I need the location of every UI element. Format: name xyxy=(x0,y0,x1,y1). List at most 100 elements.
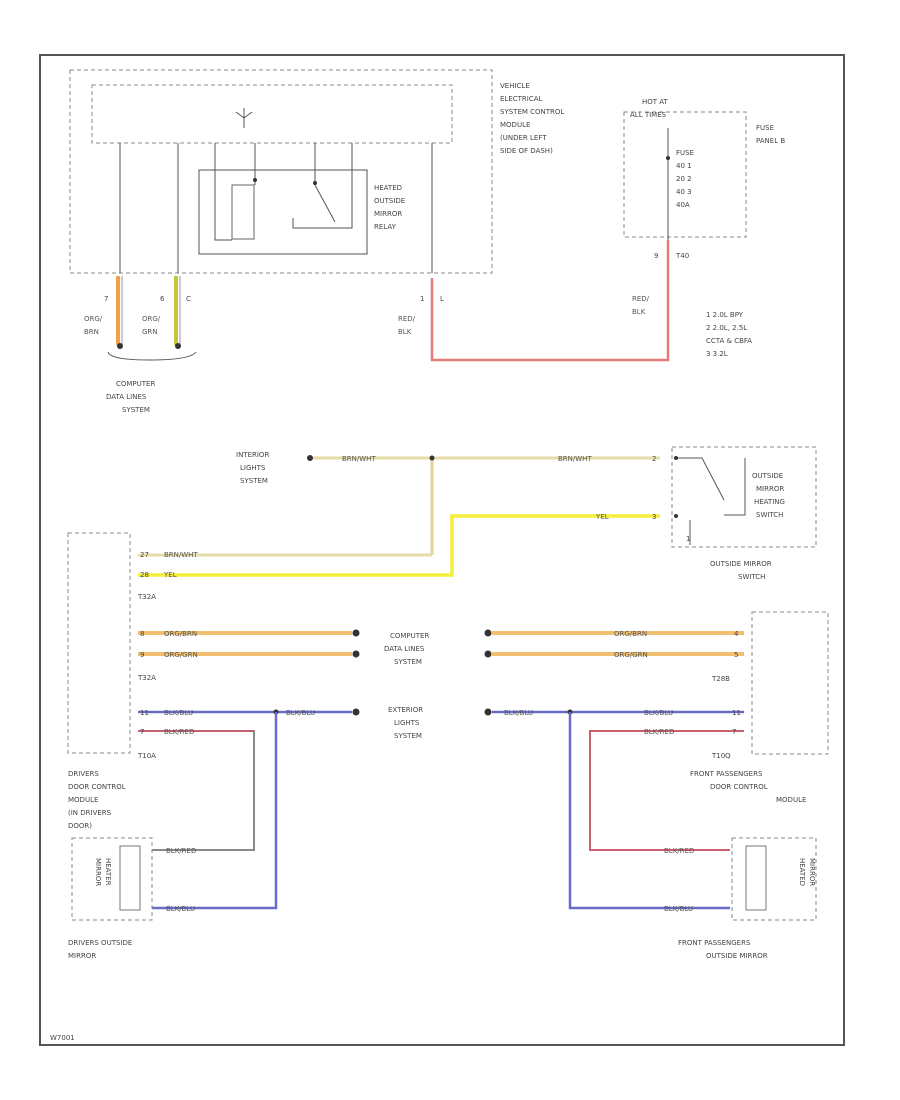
svg-text:SIDE OF DASH): SIDE OF DASH) xyxy=(500,147,553,155)
svg-text:MODULE: MODULE xyxy=(68,796,98,804)
wire-label: BRN/WHT xyxy=(342,455,376,463)
pin-label: 28 xyxy=(140,571,149,579)
svg-text:FRONT PASSENGERS: FRONT PASSENGERS xyxy=(678,939,751,947)
svg-text:ALL TIMES: ALL TIMES xyxy=(630,111,667,119)
wire-label: BLK/BLU xyxy=(644,709,673,717)
pin-label: C xyxy=(186,295,191,303)
svg-text:FUSE: FUSE xyxy=(676,149,694,157)
diagram-code: W7001 xyxy=(50,1034,75,1042)
wire-label: BLK/RED xyxy=(164,728,194,736)
relay-node xyxy=(253,178,257,182)
svg-text:SYSTEM: SYSTEM xyxy=(240,477,268,485)
pin-label: 9 xyxy=(140,651,144,659)
relay-switch xyxy=(292,170,353,229)
svg-text:40A: 40A xyxy=(676,201,690,209)
front-pass-dcm-box xyxy=(751,611,829,755)
fuse-table: FUSE 40 1 20 2 40 3 40A xyxy=(676,149,694,209)
relay-node xyxy=(313,181,317,185)
data-lines-bracket xyxy=(107,351,197,361)
mirror-heater-left-label: MIRROR HEATER xyxy=(94,858,112,886)
wire-label: BRN/WHT xyxy=(164,551,198,559)
pin-label: 1 xyxy=(420,295,424,303)
front-pass-dcm-label: FRONT PASSENGERS DOOR CONTROL MODULE xyxy=(690,770,806,804)
wire-label: ORG/GRN xyxy=(614,651,648,659)
svg-text:2 2.0L, 2.5L: 2 2.0L, 2.5L xyxy=(706,324,747,332)
svg-text:COMPUTER: COMPUTER xyxy=(116,380,155,388)
wire-label: ORG/GRN xyxy=(164,651,198,659)
svg-text:MODULE: MODULE xyxy=(500,121,530,129)
svg-text:RELAY: RELAY xyxy=(374,223,397,231)
connector-label: T28B xyxy=(711,675,730,683)
svg-text:MIRROR: MIRROR xyxy=(94,858,102,886)
svg-text:40 1: 40 1 xyxy=(676,162,692,170)
connector-label: T32A xyxy=(137,674,156,682)
connector-dot xyxy=(484,708,492,716)
svg-text:DOOR CONTROL: DOOR CONTROL xyxy=(68,783,126,791)
svg-text:3 3.2L: 3 3.2L xyxy=(706,350,728,358)
wire-label: RED/ xyxy=(398,315,416,323)
wire-label: BLK/BLU xyxy=(164,709,193,717)
mirror-heater-right-label: HEATED MIRROR xyxy=(798,858,816,886)
svg-text:HEATING: HEATING xyxy=(754,498,785,506)
pin-label: 7 xyxy=(732,728,736,736)
vesc-label: VEHICLE ELECTRICAL SYSTEM CONTROL MODULE… xyxy=(500,82,564,155)
front-pass-mirror-box xyxy=(731,837,817,921)
svg-text:(IN DRIVERS: (IN DRIVERS xyxy=(68,809,112,817)
connector-label: T10Q xyxy=(711,752,731,760)
front-pass-mirror-label: FRONT PASSENGERS OUTSIDE MIRROR xyxy=(678,939,768,960)
wire-label: BLK/RED xyxy=(166,847,196,855)
connector-dot xyxy=(352,708,360,716)
splice-dot xyxy=(429,455,435,461)
connector-dot xyxy=(484,629,492,637)
driver-mirror-heater xyxy=(119,845,141,911)
svg-text:DATA LINES: DATA LINES xyxy=(106,393,147,401)
yel-wire xyxy=(138,514,660,577)
vesc-transistor-symbol xyxy=(235,108,253,128)
wire-label: BLK/BLU xyxy=(166,905,195,913)
relay-coil-leads xyxy=(214,170,256,241)
driver-mirror-box xyxy=(71,837,153,921)
red-blk-wire xyxy=(430,240,670,362)
pin-label: 11 xyxy=(140,709,149,717)
connector-dot xyxy=(352,629,360,637)
svg-text:HEATER: HEATER xyxy=(104,858,112,886)
wire-label: GRN xyxy=(142,328,158,336)
vesc-inner-box xyxy=(91,84,453,144)
switch-pin xyxy=(674,456,678,460)
svg-text:DRIVERS: DRIVERS xyxy=(68,770,99,778)
svg-text:20 2: 20 2 xyxy=(676,175,692,183)
svg-text:MIRROR: MIRROR xyxy=(808,858,816,886)
pin-label: 6 xyxy=(160,295,165,303)
svg-text:LIGHTS: LIGHTS xyxy=(394,719,420,727)
wire-label: YEL xyxy=(163,571,177,579)
computer-data-lines-mid-label: COMPUTER DATA LINES SYSTEM xyxy=(384,632,429,666)
svg-text:HEATED: HEATED xyxy=(798,858,806,886)
driver-dcm-label: DRIVERS DOOR CONTROL MODULE (IN DRIVERS … xyxy=(68,770,126,830)
wire-label: ORG/ xyxy=(142,315,161,323)
hot-at-label: HOT AT ALL TIMES xyxy=(630,98,669,119)
svg-text:COMPUTER: COMPUTER xyxy=(390,632,429,640)
svg-text:DOOR): DOOR) xyxy=(68,822,92,830)
svg-text:ELECTRICAL: ELECTRICAL xyxy=(500,95,543,103)
svg-text:PANEL B: PANEL B xyxy=(756,137,785,145)
pin-label: 5 xyxy=(734,651,738,659)
svg-text:SYSTEM CONTROL: SYSTEM CONTROL xyxy=(500,108,564,116)
svg-text:SWITCH: SWITCH xyxy=(738,573,765,581)
wire-label: BRN/WHT xyxy=(558,455,592,463)
connector-dot xyxy=(484,650,492,658)
relay-coil xyxy=(231,184,255,240)
blk-blu-wire-right-drop xyxy=(568,712,730,910)
interior-lights-connector xyxy=(307,455,313,461)
svg-text:SYSTEM: SYSTEM xyxy=(394,658,422,666)
wire-end-dot xyxy=(117,343,123,349)
computer-data-lines-top-label: COMPUTER DATA LINES SYSTEM xyxy=(106,380,155,414)
wire-label: BLK/BLU xyxy=(504,709,533,717)
wire-label: BLK/RED xyxy=(664,847,694,855)
front-pass-mirror-heater xyxy=(745,845,767,911)
pin-label: 4 xyxy=(734,630,739,638)
pin-label: T40 xyxy=(675,252,689,260)
pin-label: L xyxy=(440,295,444,303)
svg-text:EXTERIOR: EXTERIOR xyxy=(388,706,423,714)
blk-red-wire-left xyxy=(138,730,255,851)
outside-mirror-switch-label: OUTSIDE MIRROR SWITCH xyxy=(710,560,772,581)
